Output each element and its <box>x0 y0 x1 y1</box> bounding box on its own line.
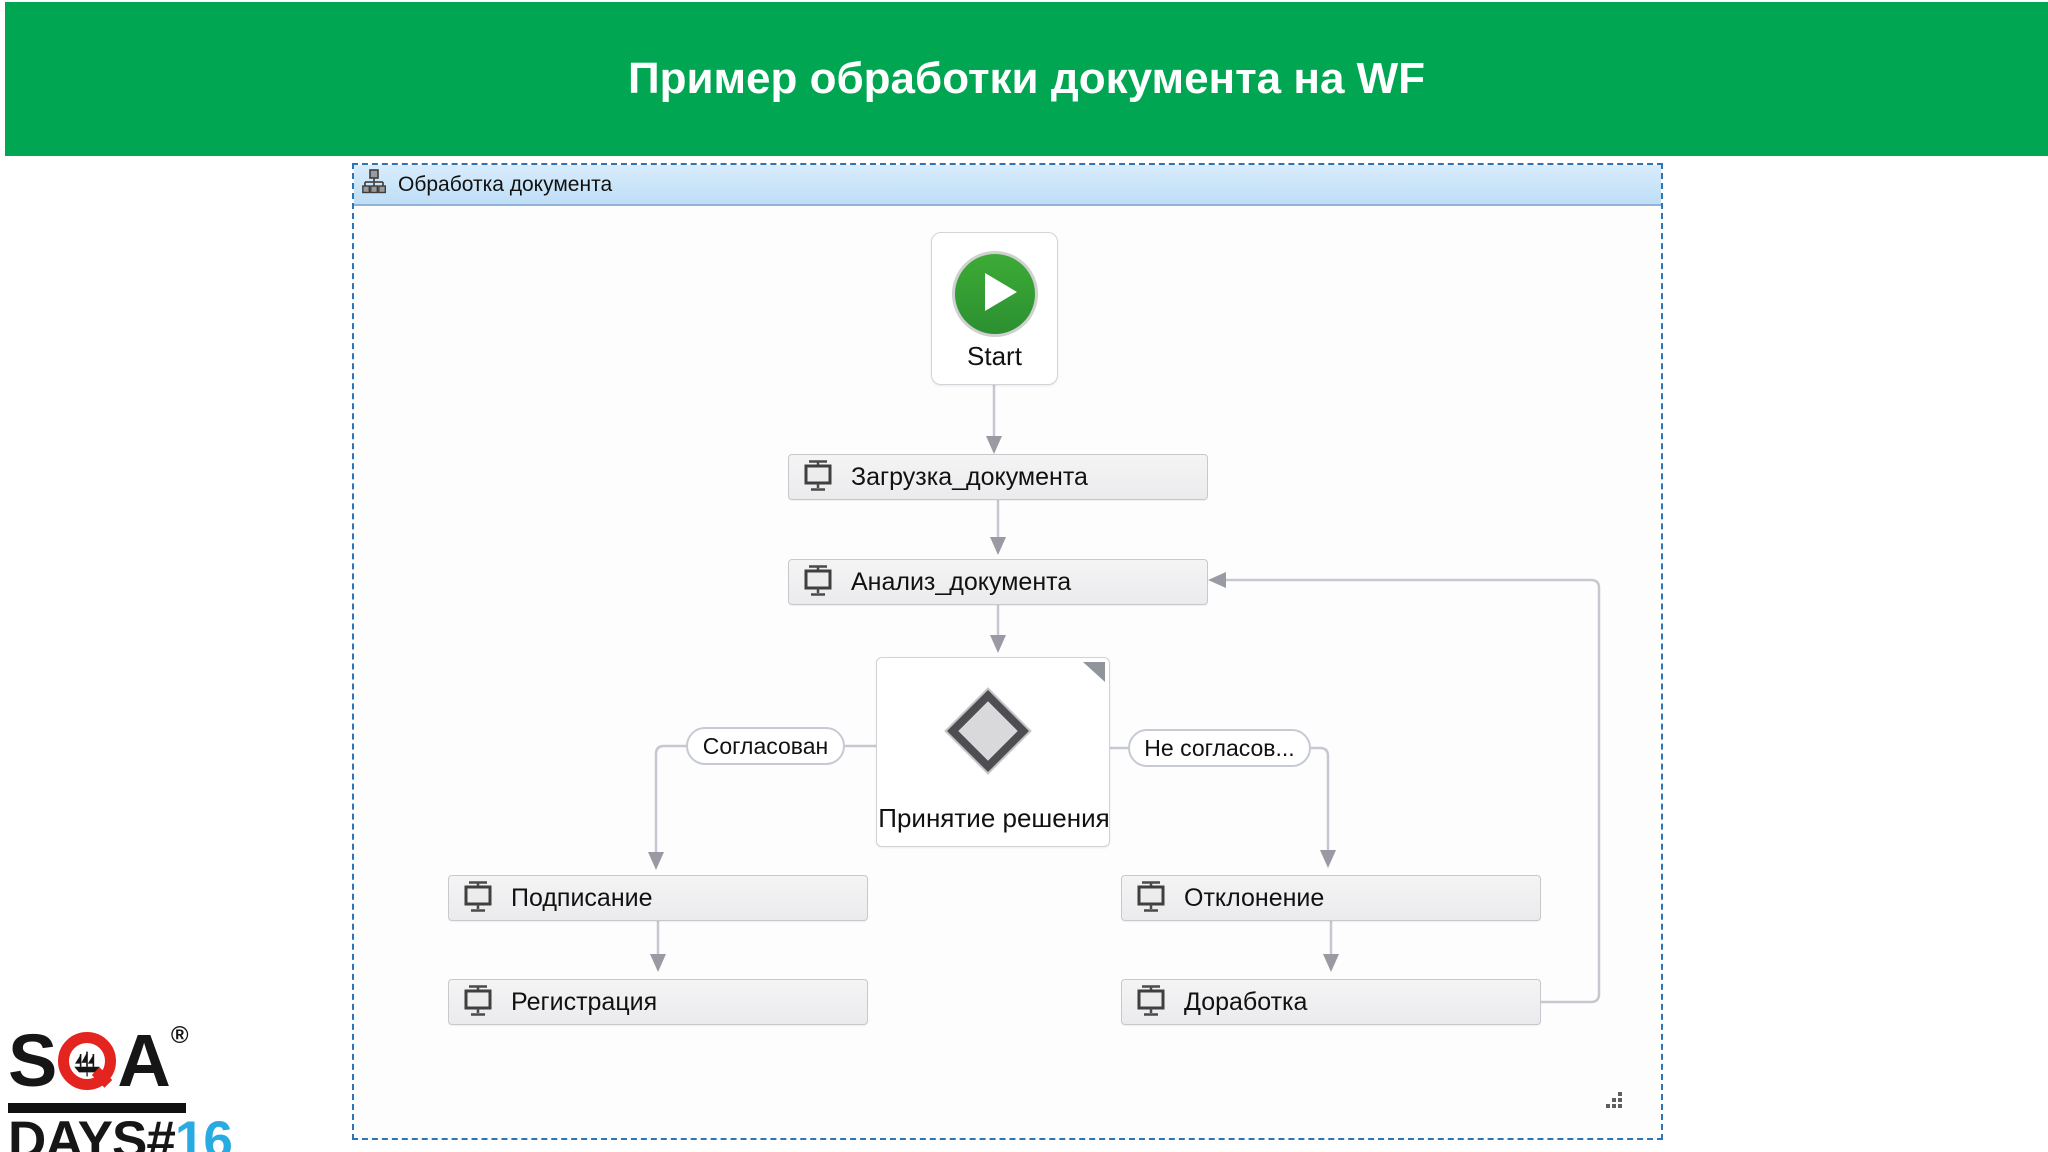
slide-title-bar: Пример обработки документа на WF <box>5 2 2048 156</box>
activity-label: Подписание <box>511 883 653 912</box>
start-play-icon <box>951 251 1038 337</box>
activity-zagruzka-dokumenta[interactable]: Загрузка_документа <box>788 454 1208 500</box>
hierarchy-icon <box>362 169 386 200</box>
logo-q-ship-icon <box>58 1032 117 1090</box>
activity-label: Доработка <box>1184 987 1308 1016</box>
logo-letter-a: A <box>117 1019 171 1102</box>
activity-registratsiya[interactable]: Регистрация <box>448 979 868 1025</box>
activity-label: Загрузка_документа <box>851 462 1088 491</box>
activity-otklonenie[interactable]: Отклонение <box>1121 875 1541 921</box>
resize-grip[interactable] <box>1606 1092 1624 1110</box>
sqa-days-logo: S A ® D <box>8 1019 233 1152</box>
start-node[interactable]: Start <box>931 232 1058 385</box>
activity-label: Анализ_документа <box>851 567 1072 596</box>
activity-label: Регистрация <box>511 987 658 1016</box>
activity-label: Отклонение <box>1184 883 1325 912</box>
logo-days-label: DAYS# <box>8 1111 176 1152</box>
activity-icon <box>1137 985 1165 1016</box>
decision-diamond-icon <box>946 689 1030 773</box>
activity-icon <box>804 565 832 596</box>
activity-dorabotka[interactable]: Доработка <box>1121 979 1541 1025</box>
slide-title: Пример обработки документа на WF <box>627 54 1426 103</box>
activity-podpisanie[interactable]: Подписание <box>448 875 868 921</box>
logo-divider-bar <box>8 1103 186 1113</box>
workflow-panel-title: Обработка документа <box>398 172 613 196</box>
start-label: Start <box>967 341 1022 371</box>
activity-icon <box>464 881 492 912</box>
activity-icon <box>804 460 832 491</box>
workflow-panel-header[interactable]: Обработка документа <box>354 165 1661 206</box>
activity-analiz-dokumenta[interactable]: Анализ_документа <box>788 559 1208 605</box>
collapse-corner-icon[interactable] <box>1083 662 1105 682</box>
registered-mark: ® <box>170 1022 189 1049</box>
logo-letter-s: S <box>8 1019 58 1102</box>
activity-icon <box>464 985 492 1016</box>
logo-days-text: DAYS#16 <box>8 1111 233 1152</box>
branch-label-false[interactable]: Не согласов... <box>1128 729 1311 767</box>
decision-label: Принятие решения <box>878 803 1110 833</box>
branch-label-true[interactable]: Согласован <box>686 727 845 765</box>
decision-node[interactable] <box>876 657 1110 847</box>
logo-edition-number: 16 <box>174 1111 233 1152</box>
workflow-canvas: Start Загрузка_документа Анализ_документ… <box>354 208 1661 1138</box>
workflow-designer-panel[interactable]: Обработка документа <box>352 163 1663 1140</box>
activity-icon <box>1137 881 1165 912</box>
